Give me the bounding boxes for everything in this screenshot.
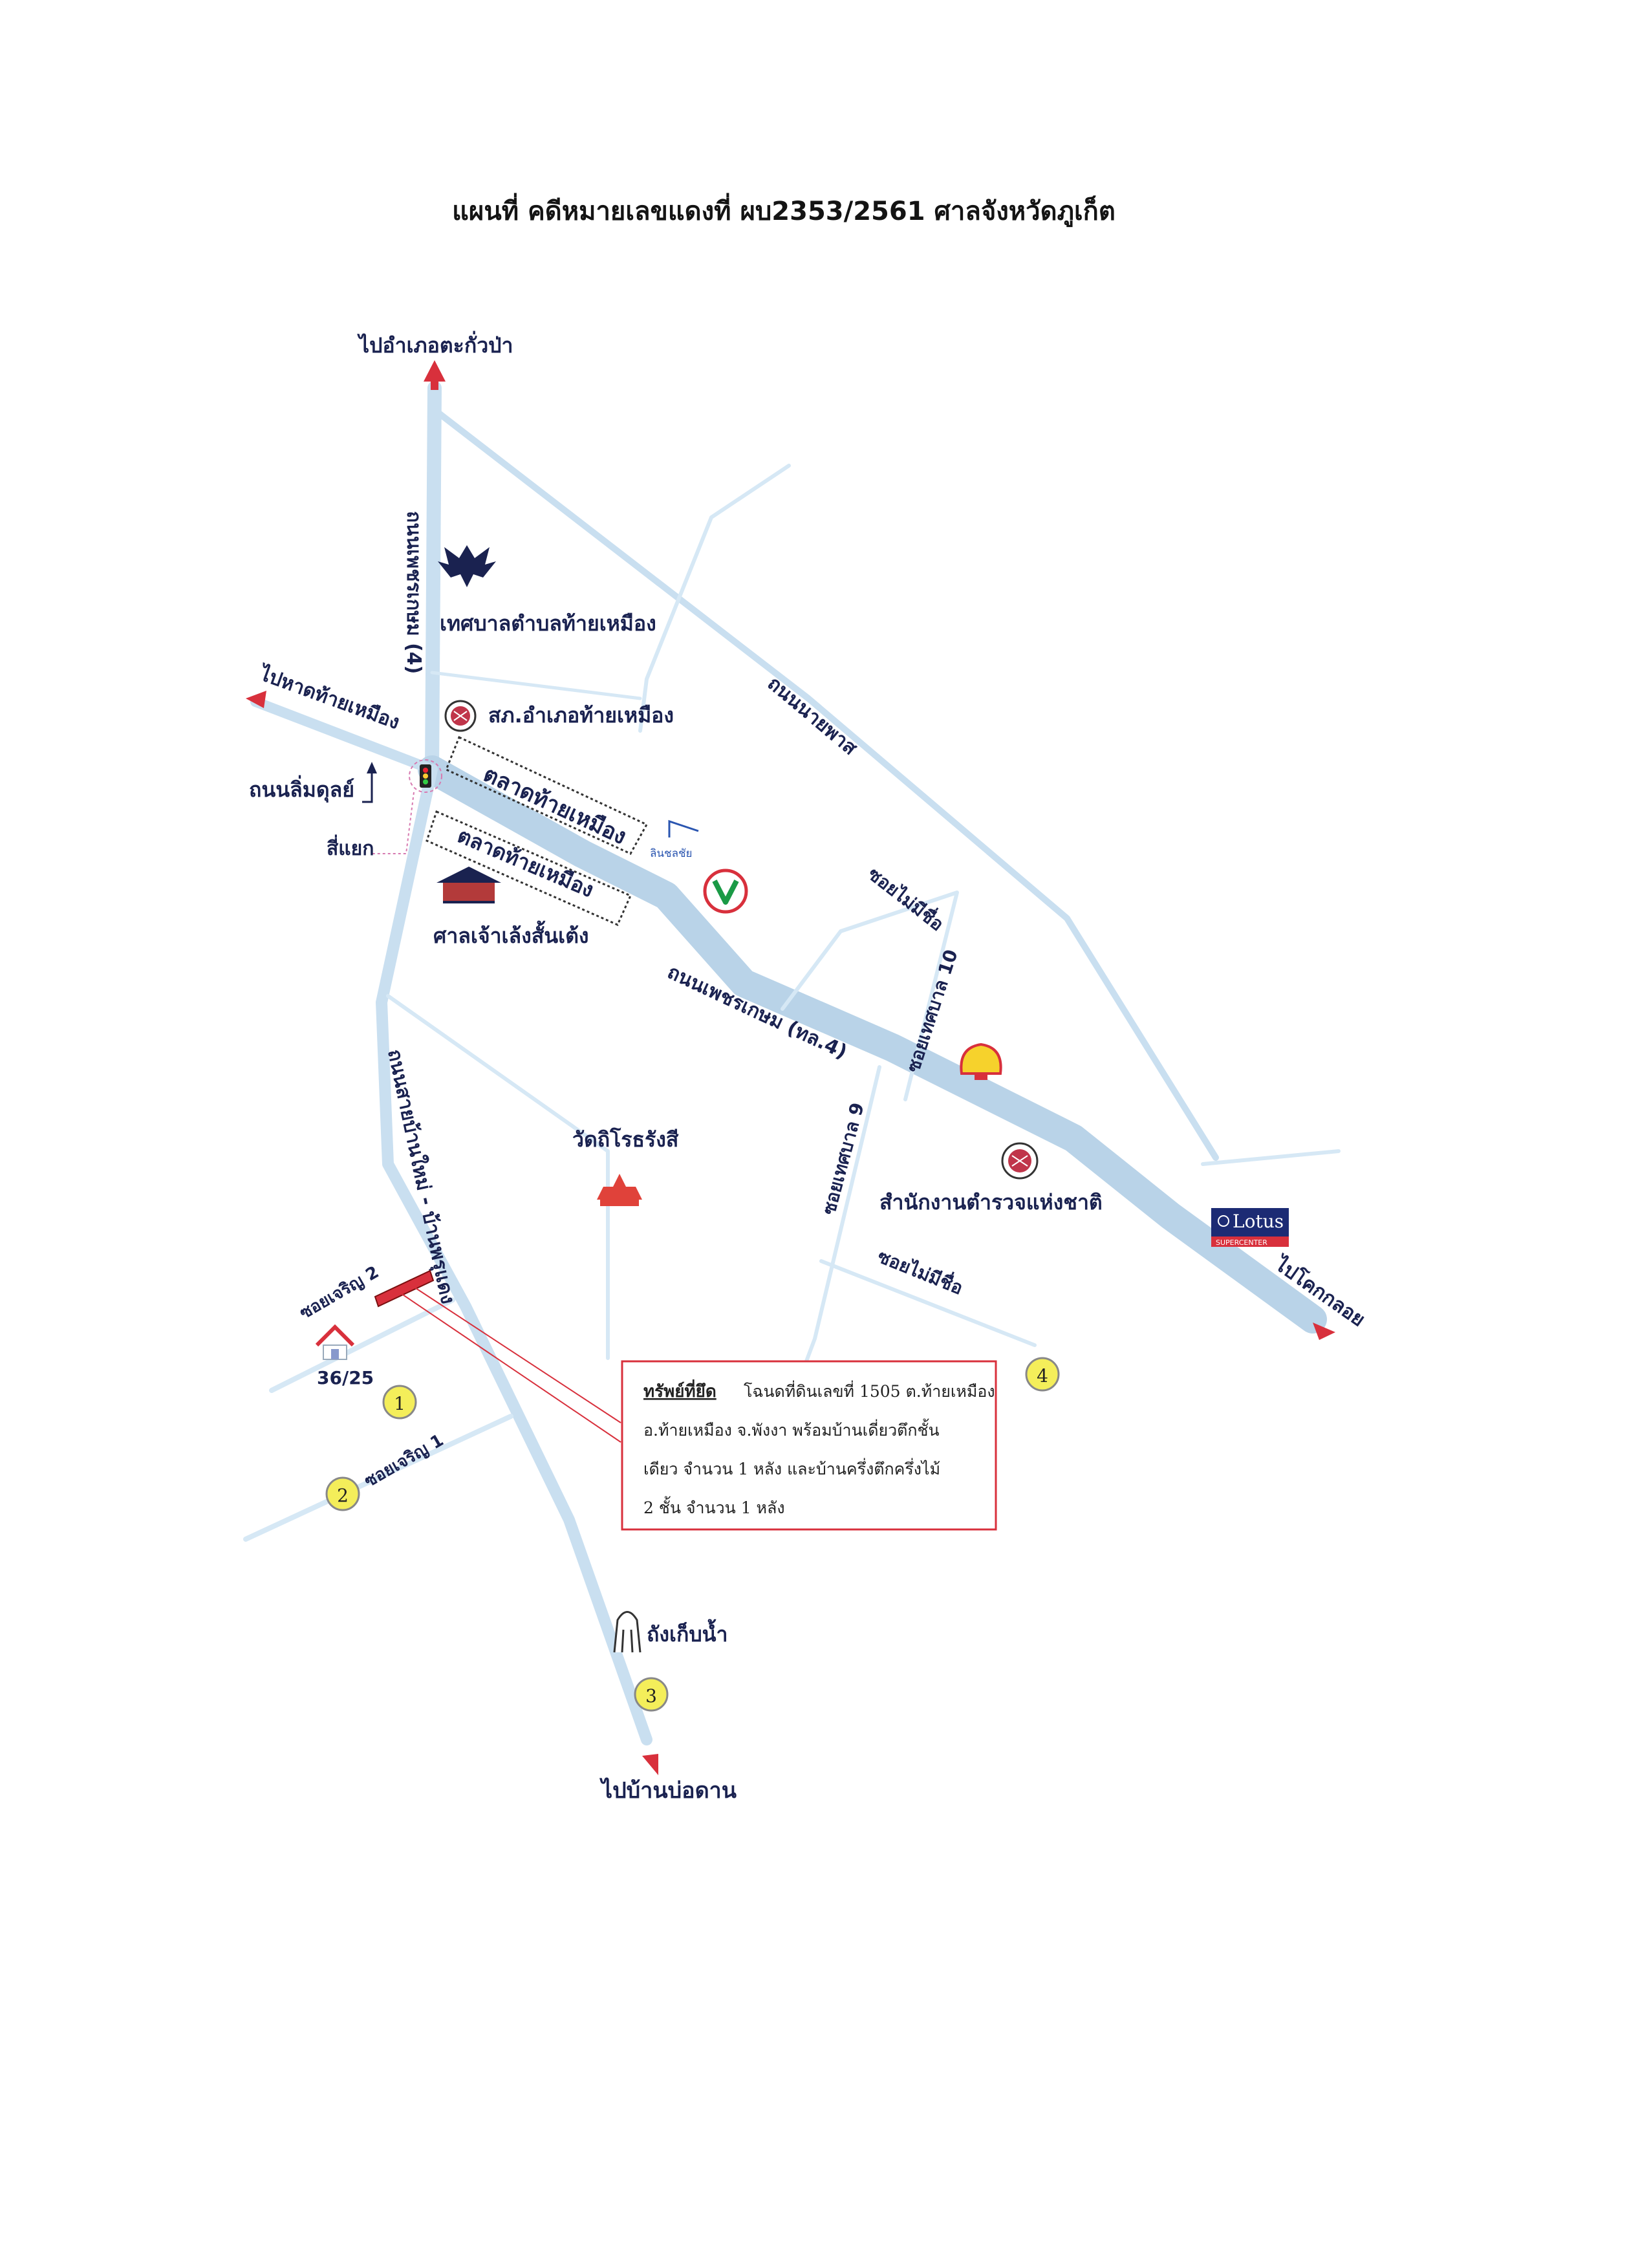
label-intersection: สี่แยก bbox=[327, 834, 374, 860]
marker-1: 1 bbox=[382, 1385, 417, 1420]
direction-arrows bbox=[246, 360, 1335, 1775]
svg-text:4: 4 bbox=[1037, 1365, 1048, 1387]
property-box-line2: อ.ท้ายเหมือง จ.พังงา พร้อมบ้านเดี่ยวตึกช… bbox=[643, 1418, 940, 1440]
arrow-west-icon bbox=[246, 691, 266, 708]
property-box-line1: โฉนดที่ดินเลขที่ 1505 ต.ท้ายเหมือง bbox=[744, 1380, 995, 1401]
road-soi-no-name-1 bbox=[781, 891, 959, 1101]
marker-3: 3 bbox=[634, 1677, 669, 1712]
road-branch-west bbox=[430, 671, 642, 700]
limdul-arrow-icon bbox=[362, 770, 373, 803]
road-soi-charoen-2 bbox=[269, 1297, 455, 1393]
garuda-emblem-icon bbox=[438, 545, 496, 587]
lotus-brand: Lotus bbox=[1233, 1211, 1284, 1232]
market-area-2 bbox=[426, 810, 632, 926]
police-icon bbox=[444, 700, 477, 732]
lotus-logo: Lotus SUPERCENTER bbox=[1211, 1208, 1289, 1247]
label-temple: วัดถิโรธรังสี bbox=[572, 1127, 679, 1152]
svg-text:3: 3 bbox=[645, 1685, 657, 1707]
property-box-label: ทรัพย์ที่ยึด bbox=[643, 1379, 717, 1401]
road-ban-mai bbox=[376, 764, 652, 1745]
road-network bbox=[243, 381, 1341, 1745]
label-national-police: สำนักงานตำรวจแห่งชาติ bbox=[879, 1190, 1103, 1215]
label-municipality: เทศบาลตำบลท้ายเหมือง bbox=[440, 611, 656, 636]
arrow-north-icon bbox=[424, 360, 446, 382]
bank-logo-icon bbox=[703, 869, 748, 914]
temple-icon bbox=[597, 1174, 642, 1206]
label-water-tank: ถังเก็บน้ำ bbox=[647, 1619, 727, 1647]
label-police-station: สภ.อำเภอท้ายเหมือง bbox=[488, 703, 674, 728]
lotus-sub: SUPERCENTER bbox=[1216, 1238, 1267, 1247]
road-temple bbox=[386, 994, 610, 1360]
road-to-beach bbox=[250, 697, 437, 775]
property-parcel bbox=[374, 1269, 435, 1308]
road-branch-north bbox=[638, 464, 791, 733]
shell-logo-icon bbox=[960, 1042, 1002, 1080]
national-police-icon bbox=[1001, 1142, 1039, 1180]
road-soi-no-name-2 bbox=[819, 1259, 1037, 1347]
water-tank-icon bbox=[613, 1611, 641, 1653]
map-title: แผนที่ คดีหมายเลขแดงที่ ผบ2353/2561 ศาลจ… bbox=[452, 193, 1116, 227]
marker-2: 2 bbox=[325, 1476, 360, 1511]
traffic-light-icon bbox=[420, 764, 431, 788]
road-petchkasem-main bbox=[418, 755, 1327, 1334]
label-flag: ลินชลชัย bbox=[650, 847, 693, 860]
property-box-line4: 2 ชั้น จำนวน 1 หลัง bbox=[643, 1496, 785, 1517]
label-petchkasem-north: ถนนเพชรเกษม (4) bbox=[402, 511, 425, 674]
marker-4: 4 bbox=[1025, 1357, 1060, 1392]
market-area-1 bbox=[445, 735, 649, 855]
intersection-circle bbox=[409, 759, 442, 793]
road-east-branch bbox=[1201, 1149, 1341, 1166]
property-box: ทรัพย์ที่ยึด โฉนดที่ดินเลขที่ 1505 ต.ท้า… bbox=[621, 1360, 997, 1531]
label-shrine: ศาลเจ้าเล้งสั้นเต้ง bbox=[433, 920, 588, 948]
svg-text:1: 1 bbox=[394, 1393, 405, 1414]
house-icon bbox=[315, 1324, 355, 1360]
road-petchkasem-north bbox=[425, 381, 442, 777]
label-to-takuapa: ไปอำเภอตะกั่วป่า bbox=[357, 330, 513, 358]
svg-text:2: 2 bbox=[337, 1485, 349, 1506]
arrow-south-icon bbox=[642, 1754, 658, 1775]
label-limdul: ถนนลิ่มดุลย์ bbox=[249, 775, 354, 803]
shrine-icon bbox=[436, 867, 501, 903]
label-house-number: 36/25 bbox=[317, 1367, 374, 1388]
road-nai-phat bbox=[436, 411, 1219, 1161]
road-soi-charoen-1 bbox=[243, 1414, 513, 1542]
flag-icon bbox=[668, 819, 699, 837]
label-to-ban-bo-dan: ไปบ้านบ่อดาน bbox=[599, 1777, 737, 1804]
arrow-east-icon bbox=[1313, 1323, 1335, 1340]
property-box-line3: เดียว จำนวน 1 หลัง และบ้านครึ่งตึกครึ่งไ… bbox=[643, 1458, 940, 1478]
leader-line bbox=[400, 1286, 621, 1443]
